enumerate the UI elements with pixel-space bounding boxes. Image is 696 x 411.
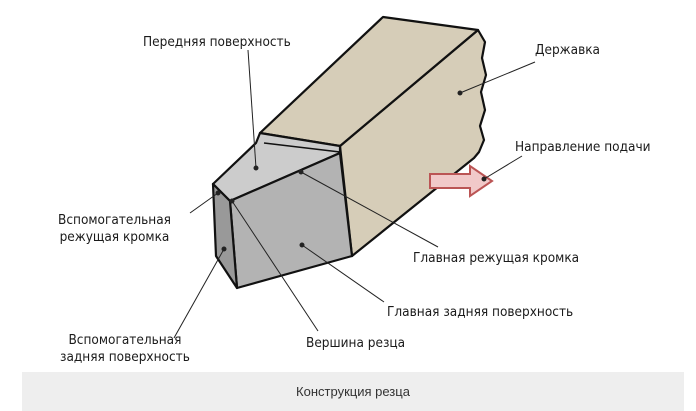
holder-right-face: [338, 28, 488, 258]
label-aux-cutting-edge: Вспомогательная режущая кромка: [58, 212, 171, 246]
label-front-surface: Передняя поверхность: [143, 34, 291, 50]
aux-flank-face: [211, 182, 239, 290]
label-aux-flank-surface: Вспомогательная задняя поверхность: [60, 332, 190, 366]
caption-bar: Конструкция резца: [22, 372, 684, 411]
label-aux-cutting-edge-line1: Вспомогательная: [58, 212, 171, 228]
figure-caption: Конструкция резца: [296, 384, 410, 399]
label-aux-flank-line2: задняя поверхность: [60, 349, 190, 365]
label-holder: Державка: [535, 42, 601, 58]
label-tool-tip: Вершина резца: [306, 335, 406, 351]
feed-direction-arrow: [429, 164, 494, 198]
label-aux-cutting-edge-line2: режущая кромка: [59, 229, 170, 245]
label-feed-direction: Направление подачи: [515, 139, 651, 155]
label-main-flank-surface: Главная задняя поверхность: [387, 304, 574, 320]
leader-lines: [173, 49, 536, 339]
chip-breaker-edge: [263, 142, 341, 153]
label-aux-flank-line1: Вспомогательная: [68, 332, 182, 348]
label-main-cutting-edge: Главная режущая кромка: [413, 250, 580, 266]
cutter-diagram: [173, 15, 536, 339]
